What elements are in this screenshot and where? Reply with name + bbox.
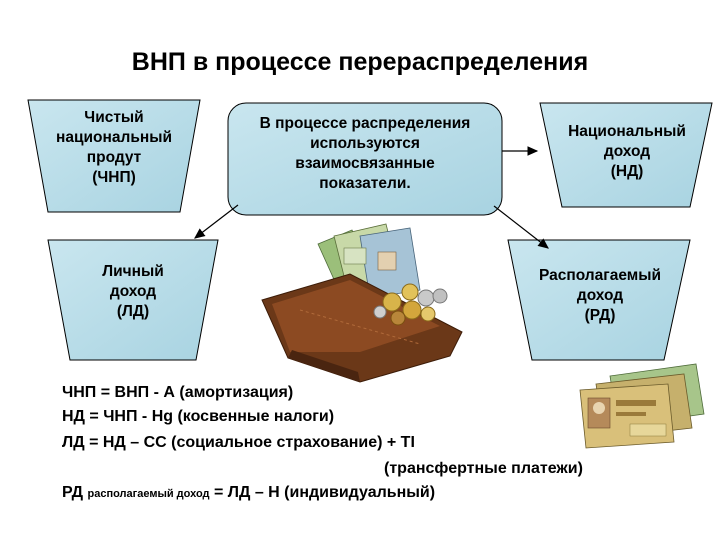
chnp-line-4: (ЧНП) xyxy=(92,169,136,186)
chnp-shape xyxy=(27,99,201,213)
nd-line-2: доход xyxy=(603,143,651,160)
center-line-2: используются xyxy=(310,135,420,152)
rd-line-1: Располагаемый xyxy=(538,267,661,284)
ld-line-2: доход xyxy=(109,283,157,300)
arrow-to-ld xyxy=(194,204,239,239)
ld-line-1: Личный xyxy=(102,263,164,280)
rd-line-3: (РД) xyxy=(584,307,616,324)
rd-label: Располагаемый доход (РД) xyxy=(510,266,690,326)
formula-rd-rest: = ЛД – Н (индивидуальный) xyxy=(213,484,436,501)
center-line-1: В процессе распределения xyxy=(259,115,471,132)
wallet-illustration xyxy=(261,223,463,383)
formula-rd: РД располагаемый доход = ЛД – Н (индивид… xyxy=(62,484,435,502)
nd-line-3: (НД) xyxy=(610,163,644,180)
center-line-4: показатели. xyxy=(319,175,411,192)
rd-line-2: доход xyxy=(576,287,624,304)
chnp-label: Чистый национальный продут (ЧНП) xyxy=(30,108,198,188)
chnp-line-1: Чистый xyxy=(84,109,144,126)
formula-rd-main: РД xyxy=(62,484,84,501)
ld-shape xyxy=(47,239,219,361)
formula-chnp: ЧНП = ВНП - А (амортизация) xyxy=(62,384,294,401)
chnp-line-2: национальный xyxy=(56,129,172,146)
nd-label: Национальный доход (НД) xyxy=(542,122,712,182)
formula-ld: ЛД = НД – СС (социальное страхование) + … xyxy=(62,434,415,451)
nd-shape xyxy=(539,102,713,208)
nd-line-1: Национальный xyxy=(568,123,686,140)
formula-ld-continuation: (трансфертные платежи) xyxy=(384,460,583,477)
formula-rd-subscript: располагаемый доход xyxy=(87,488,210,500)
center-label: В процессе распределения используются вз… xyxy=(228,114,502,194)
banknotes-illustration xyxy=(579,363,705,449)
ld-line-3: (ЛД) xyxy=(116,303,150,320)
rd-shape xyxy=(507,239,691,361)
center-line-3: взаимосвязанные xyxy=(295,155,435,172)
formula-nd: НД = ЧНП - Нg (косвенные налоги) xyxy=(62,408,335,425)
chnp-line-3: продут xyxy=(86,149,142,166)
center-box-shape xyxy=(227,102,503,216)
ld-label: Личный доход (ЛД) xyxy=(48,262,218,322)
arrow-to-rd xyxy=(493,205,549,249)
page-title: ВНП в процессе перераспределения xyxy=(131,48,589,76)
